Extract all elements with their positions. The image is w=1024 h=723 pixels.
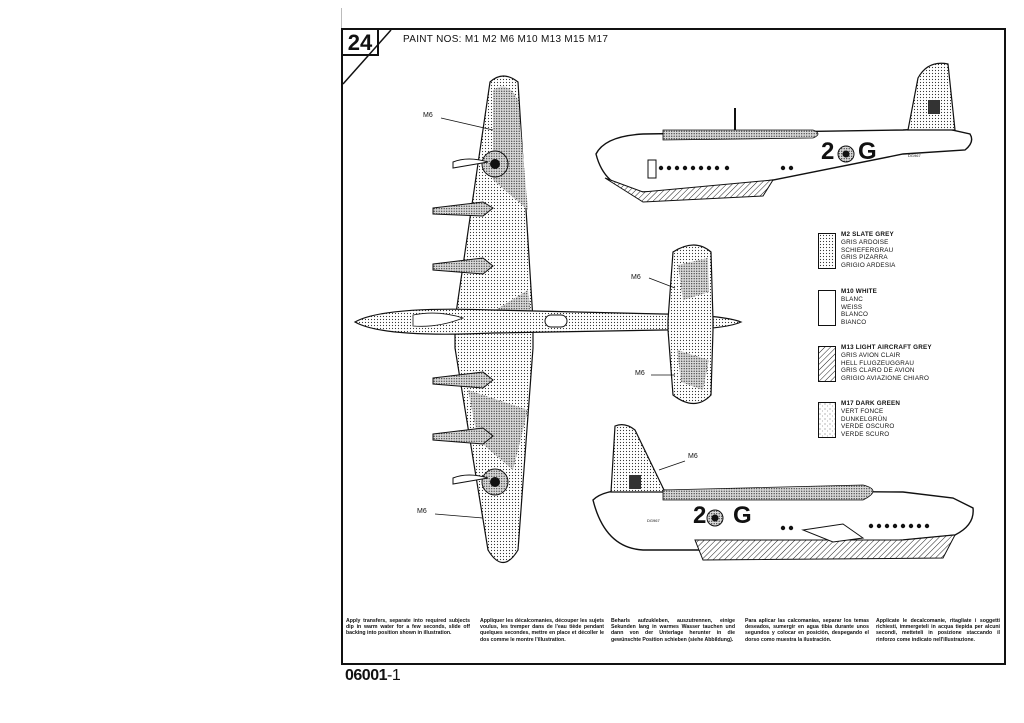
callout-label: M6 bbox=[423, 112, 433, 119]
callout-label: M6 bbox=[688, 453, 698, 460]
code-letter-2-lower: 2 bbox=[693, 502, 707, 529]
instruction-sheet-frame: 24 PAINT NOS: M1 M2 M6 M10 M13 M15 M17 bbox=[341, 28, 1006, 665]
side-view-upper bbox=[595, 62, 973, 203]
document-number: 06001-1 bbox=[345, 667, 401, 684]
legend-swatch bbox=[818, 233, 836, 269]
code-letter-g-upper: G bbox=[858, 138, 877, 165]
code-letter-2-upper: 2 bbox=[821, 138, 835, 165]
margin-rule bbox=[341, 8, 342, 30]
aircraft-artwork bbox=[353, 62, 974, 564]
instructions-spanish: Para aplicar las calcomanías, separar lo… bbox=[745, 618, 869, 643]
serial-lower: DG967 bbox=[647, 518, 660, 523]
step-number: 24 bbox=[343, 30, 379, 56]
callout-label: M6 bbox=[417, 508, 427, 515]
callout-label: M6 bbox=[635, 370, 645, 377]
instructions-french: Appliquer les décalcomanies, découper le… bbox=[480, 618, 604, 643]
instructions-italian: Applicate le decalcomanie, ritagliate i … bbox=[876, 618, 1000, 643]
legend-swatch bbox=[818, 290, 836, 326]
callout-label: M6 bbox=[631, 274, 641, 281]
instructions-german: Beharls aufzukleben, auszutrennen, einig… bbox=[611, 618, 735, 643]
code-letter-g-lower: G bbox=[733, 502, 752, 529]
step-corner-diagonal bbox=[343, 30, 392, 85]
serial-upper: DG967 bbox=[908, 153, 921, 158]
top-view-aircraft bbox=[353, 75, 743, 564]
instructions-english: Apply transfers, separate into required … bbox=[346, 618, 470, 637]
legend-swatch bbox=[818, 402, 836, 438]
callout-leaders bbox=[434, 117, 686, 519]
paint-numbers-header: PAINT NOS: M1 M2 M6 M10 M13 M15 M17 bbox=[403, 34, 609, 45]
side-view-lower bbox=[592, 424, 974, 561]
legend-swatch bbox=[818, 346, 836, 382]
